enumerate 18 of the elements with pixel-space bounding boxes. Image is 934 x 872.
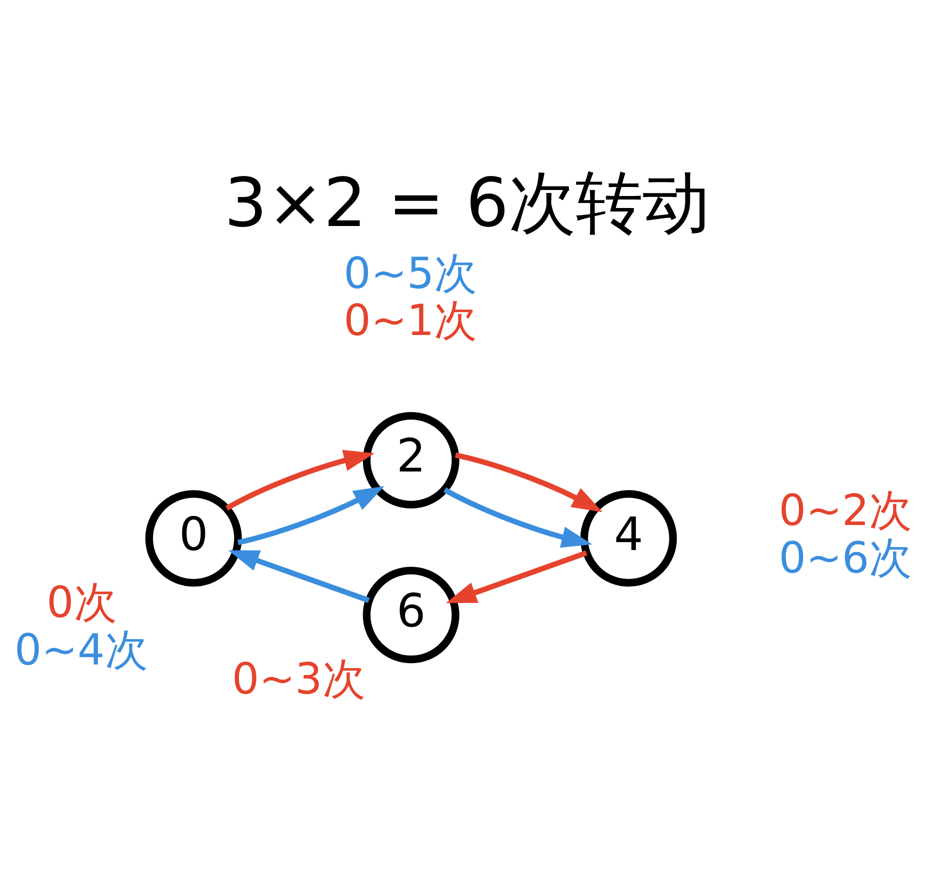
node-label: 0~5次 bbox=[344, 248, 478, 298]
arrow bbox=[228, 550, 370, 602]
node-circle: 2 bbox=[362, 412, 460, 508]
node-circle: 0 bbox=[145, 490, 242, 586]
node-label: 0~4次 bbox=[14, 625, 148, 676]
node-label: 0~3次 bbox=[232, 654, 366, 704]
diagram-title: 3×2 = 6次转动 bbox=[224, 162, 710, 242]
node-label: 0~2次 bbox=[778, 486, 912, 536]
node-label: 0~6次 bbox=[778, 533, 912, 584]
node-label: 0~1次 bbox=[344, 296, 478, 346]
arrow bbox=[237, 486, 384, 545]
arrow bbox=[454, 452, 603, 512]
node-label: 0次 bbox=[46, 578, 117, 628]
arrow bbox=[225, 449, 375, 510]
arrow bbox=[443, 486, 592, 548]
arrow bbox=[446, 550, 588, 603]
node-circle: 4 bbox=[580, 490, 677, 586]
node-circle: 6 bbox=[362, 566, 460, 663]
